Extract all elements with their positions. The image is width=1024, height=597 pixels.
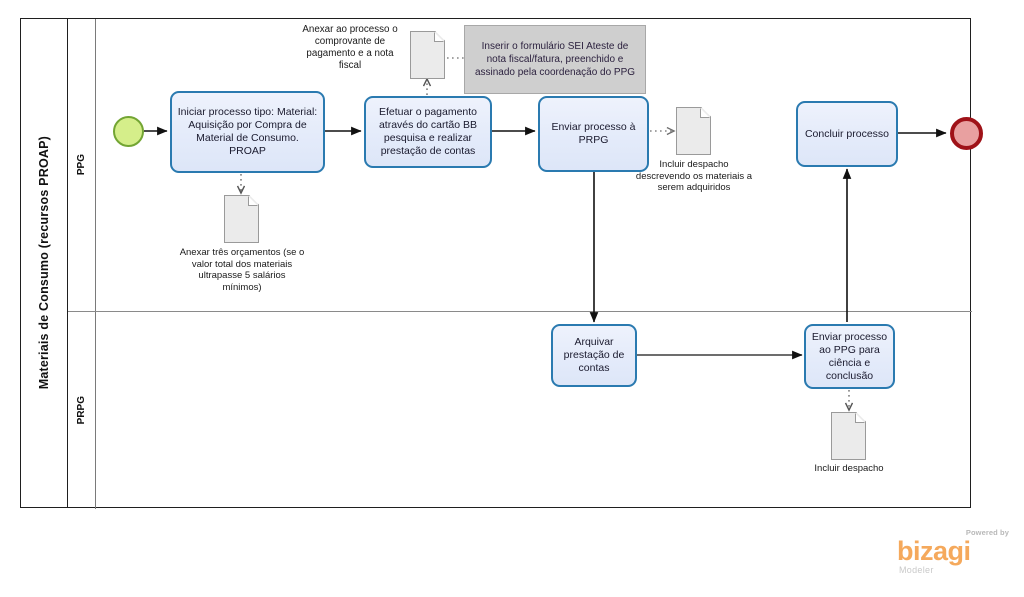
document-caption-anexar-orcamentos: Anexar três orçamentos (se o valor total… (179, 247, 305, 293)
label-anexar-comprovante-pagamento: Anexar ao processo o comprovante de paga… (302, 24, 398, 71)
task-label: Iniciar processo tipo: Material: Aquisiç… (177, 106, 318, 157)
task-label: Efetuar o pagamento através do cartão BB… (378, 106, 478, 157)
start-event[interactable] (113, 116, 144, 147)
doc-fold-corner (248, 196, 258, 206)
annotation-text: Inserir o formulário SEI Ateste de nota … (474, 41, 636, 78)
lane-header-prpg: PRPG (68, 311, 96, 509)
document-icon-comprovante[interactable] (410, 31, 445, 79)
task-iniciar-processo[interactable]: Iniciar processo tipo: Material: Aquisiç… (170, 91, 325, 173)
task-label: Enviar processo ao PPG para ciência e co… (811, 330, 888, 382)
task-efetuar-pagamento[interactable]: Efetuar o pagamento através do cartão BB… (364, 96, 492, 168)
lane-divider (68, 311, 972, 312)
task-concluir-processo[interactable]: Concluir processo (796, 101, 898, 167)
task-enviar-processo-prpg[interactable]: Enviar processo à PRPG (538, 96, 649, 172)
task-arquivar-prestacao[interactable]: Arquivar prestação de contas (551, 324, 637, 387)
document-caption-incluir-despacho-materiais: Incluir despacho descrevendo os materiai… (635, 159, 753, 193)
logo-wordmark: bizagi (897, 536, 971, 566)
doc-fold-corner (434, 32, 444, 42)
doc-fold-corner (855, 413, 865, 423)
lane-label-ppg: PPG (76, 154, 87, 176)
pool-title: Materiais de Consumo (recursos PROAP) (21, 19, 68, 507)
task-label: Enviar processo à PRPG (551, 121, 636, 146)
task-enviar-processo-ppg[interactable]: Enviar processo ao PPG para ciência e co… (804, 324, 895, 389)
lane-label-prpg: PRPG (76, 395, 87, 425)
logo-product-name: Modeler (899, 565, 934, 575)
document-icon-incluir-despacho-materiais[interactable] (676, 107, 711, 155)
doc-fold-corner (700, 108, 710, 118)
logo-powered-by-text: Powered by (965, 528, 1009, 537)
task-label: Arquivar prestação de contas (563, 336, 625, 374)
document-icon-incluir-despacho[interactable] (831, 412, 866, 460)
document-icon-anexar-orcamentos[interactable] (224, 195, 259, 243)
task-label: Concluir processo (804, 127, 890, 140)
document-caption-incluir-despacho: Incluir despacho (814, 463, 884, 474)
end-event[interactable] (950, 117, 983, 150)
pool-title-label: Materiais de Consumo (recursos PROAP) (37, 136, 51, 390)
bizagi-logo: Powered by bizagi Modeler (897, 528, 1009, 580)
lane-header-ppg: PPG (68, 19, 96, 311)
annotation-formulario-sei[interactable]: Inserir o formulário SEI Ateste de nota … (464, 25, 646, 94)
